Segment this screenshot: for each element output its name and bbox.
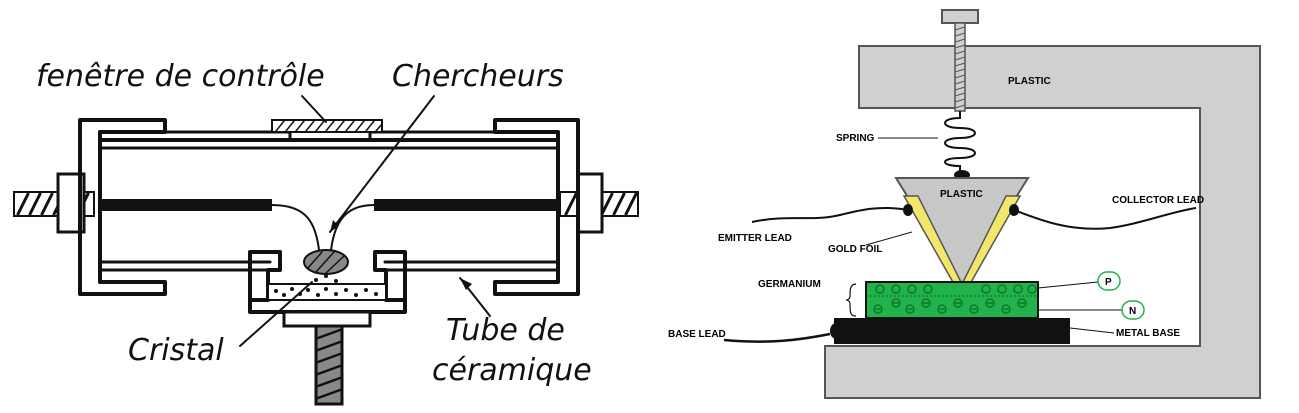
label-spring: SPRING bbox=[836, 133, 875, 144]
label-n: N bbox=[1129, 306, 1136, 317]
label-whiskers: Chercheurs bbox=[392, 59, 564, 94]
right-threaded-rod bbox=[559, 172, 639, 234]
p-leader bbox=[1037, 281, 1099, 289]
spring bbox=[944, 111, 976, 172]
metal-base-leader bbox=[1069, 327, 1115, 334]
label-gold-foil: GOLD FOIL bbox=[828, 244, 882, 255]
tube-arrow bbox=[460, 278, 472, 290]
label-tube-line1: Tube de bbox=[446, 313, 565, 348]
point-contact-schematic: PLASTIC SPRING PLASTIC EMITTER LEAD COLL… bbox=[640, 0, 1299, 413]
p-callout bbox=[1097, 271, 1121, 291]
plastic-frame bbox=[824, 45, 1261, 399]
whiskers-arrow bbox=[330, 220, 339, 232]
whiskers-leader bbox=[329, 95, 435, 233]
schematic-svg: PLASTIC SPRING PLASTIC EMITTER LEAD COLL… bbox=[668, 9, 1261, 399]
point-contact-sketch: fenêtre de contrôle Chercheurs Cristal T… bbox=[0, 0, 640, 413]
crystal-holder bbox=[248, 249, 407, 328]
window-leader bbox=[301, 95, 327, 123]
right-electrode bbox=[374, 199, 558, 211]
control-window bbox=[271, 119, 383, 133]
n-region-electrons bbox=[873, 298, 1027, 314]
base-contact bbox=[830, 323, 842, 339]
emitter-lead bbox=[751, 206, 909, 223]
label-plastic-frame: PLASTIC bbox=[1008, 76, 1051, 87]
left-electrode bbox=[100, 199, 272, 211]
base-lead bbox=[723, 332, 831, 343]
adjusting-screw bbox=[941, 9, 979, 112]
collector-lead bbox=[1013, 207, 1197, 230]
label-p: P bbox=[1105, 277, 1112, 288]
label-plastic-wedge: PLASTIC bbox=[940, 189, 983, 200]
n-callout bbox=[1121, 300, 1145, 320]
germanium-bracket bbox=[845, 283, 857, 317]
label-collector-lead: COLLECTOR LEAD bbox=[1112, 195, 1204, 206]
label-window: fenêtre de contrôle bbox=[36, 59, 325, 94]
label-metal-base: METAL BASE bbox=[1116, 328, 1180, 339]
bottom-stud bbox=[314, 324, 344, 406]
label-germanium: GERMANIUM bbox=[758, 279, 821, 290]
gold-foil-leader bbox=[865, 231, 913, 246]
label-base-lead: BASE LEAD bbox=[668, 329, 726, 340]
label-emitter-lead: EMITTER LEAD bbox=[718, 233, 792, 244]
crystal-leader bbox=[239, 281, 313, 347]
label-tube-line2: céramique bbox=[432, 353, 592, 388]
sketch-svg: fenêtre de contrôle Chercheurs Cristal T… bbox=[13, 59, 639, 406]
p-region-holes bbox=[875, 284, 1037, 294]
label-crystal: Cristal bbox=[128, 333, 224, 368]
metal-base bbox=[834, 318, 1070, 344]
